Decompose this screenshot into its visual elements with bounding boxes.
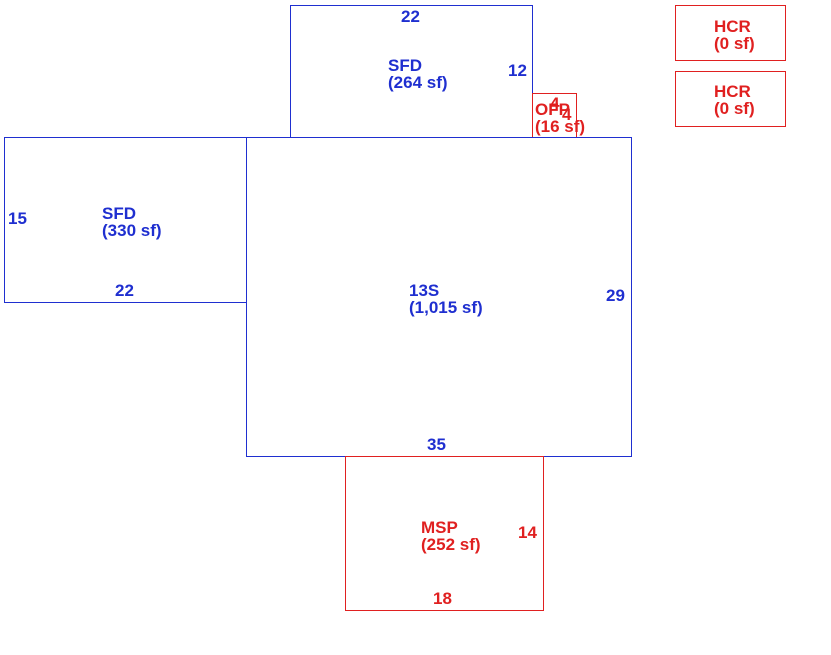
ofp-dim-right: 4 [562, 105, 572, 124]
main-dim-right: 29 [606, 286, 625, 305]
msp-area [345, 456, 544, 611]
main-code: 13S [409, 281, 440, 300]
msp-code: MSP [421, 518, 458, 537]
msp-dim-right: 14 [518, 523, 537, 542]
hcr-area-2 [675, 71, 786, 127]
sfd-left-code: SFD [102, 204, 136, 223]
ofp-code: OFP [535, 100, 570, 119]
ofp-dim-top: 4 [550, 94, 560, 113]
main-dim-bottom: 35 [427, 435, 446, 454]
sfd-top-dim-right: 12 [508, 61, 527, 80]
msp-size: (252 sf) [421, 535, 481, 554]
ofp-size: (16 sf) [535, 117, 586, 136]
hcr-area-1 [675, 5, 786, 61]
msp-dim-bottom: 18 [433, 589, 452, 608]
main-size: (1,015 sf) [409, 298, 483, 317]
sfd-left-size: (330 sf) [102, 221, 162, 240]
hcr-1-code: HCR [714, 17, 751, 36]
hcr-2-size: (0 sf) [714, 99, 755, 118]
hcr-2-code: HCR [714, 82, 751, 101]
sfd-left-dim-bottom: 22 [115, 281, 134, 300]
hcr-1-size: (0 sf) [714, 34, 755, 53]
sfd-top-dim-top: 22 [401, 7, 420, 26]
sfd-top-size: (264 sf) [388, 73, 448, 92]
sfd-top-code: SFD [388, 56, 422, 75]
sfd-left-dim-left: 15 [8, 209, 27, 228]
